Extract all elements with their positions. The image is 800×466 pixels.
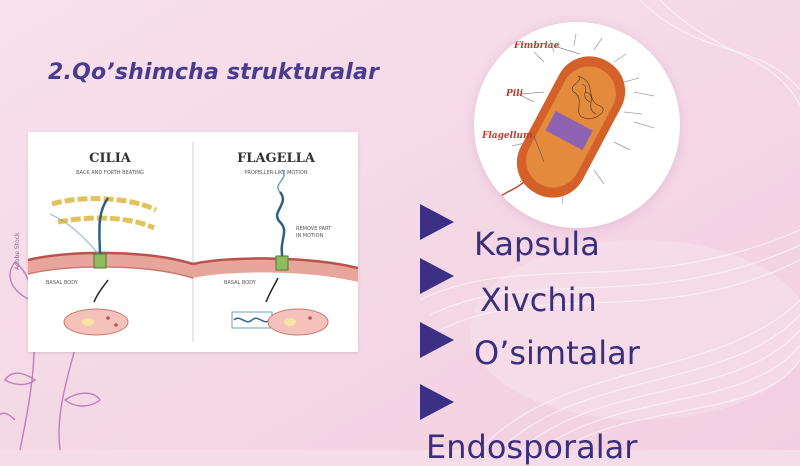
cilia-title: CILIA [89,151,132,166]
bullet-endosporalar: Endosporalar [426,428,638,466]
flagella-note-line-1: REMOVE PART [296,226,332,232]
triangle-right-icon [420,384,454,420]
triangle-right-icon [420,204,454,240]
pili-label: Pili [505,89,524,99]
slide-title: 2.Qo’shimcha strukturalar [48,60,380,85]
flagella-note-line-2: IN MOTION [296,233,324,239]
cilia-flagella-figure: CILIA BACK AND FORTH BEATING BASAL BODY … [28,132,358,352]
flagella-subtitle: PROPELLER-LIKE MOTION [244,170,307,176]
bacteria-structure-figure: Fimbriae Pili Flagellum [474,22,680,228]
bullet-list: Kapsula Xivchin O’simtalar Endosporalar [420,204,640,466]
cilia-subtitle: BACK AND FORTH BEATING [76,170,144,176]
bullet-xivchin: Xivchin [480,281,597,319]
triangle-right-icon [420,322,454,358]
bullet-kapsula: Kapsula [474,225,600,263]
flagella-basal-body-label: BASAL BODY [224,280,257,286]
triangle-right-icon [420,258,454,294]
flagellum-label: Flagellum [481,131,533,141]
fimbriae-label: Fimbriae [513,41,560,51]
flagella-title: FLAGELLA [237,151,316,166]
bullet-osimtalar: O’simtalar [474,334,640,372]
cilia-basal-body-label: BASAL BODY [46,280,79,286]
